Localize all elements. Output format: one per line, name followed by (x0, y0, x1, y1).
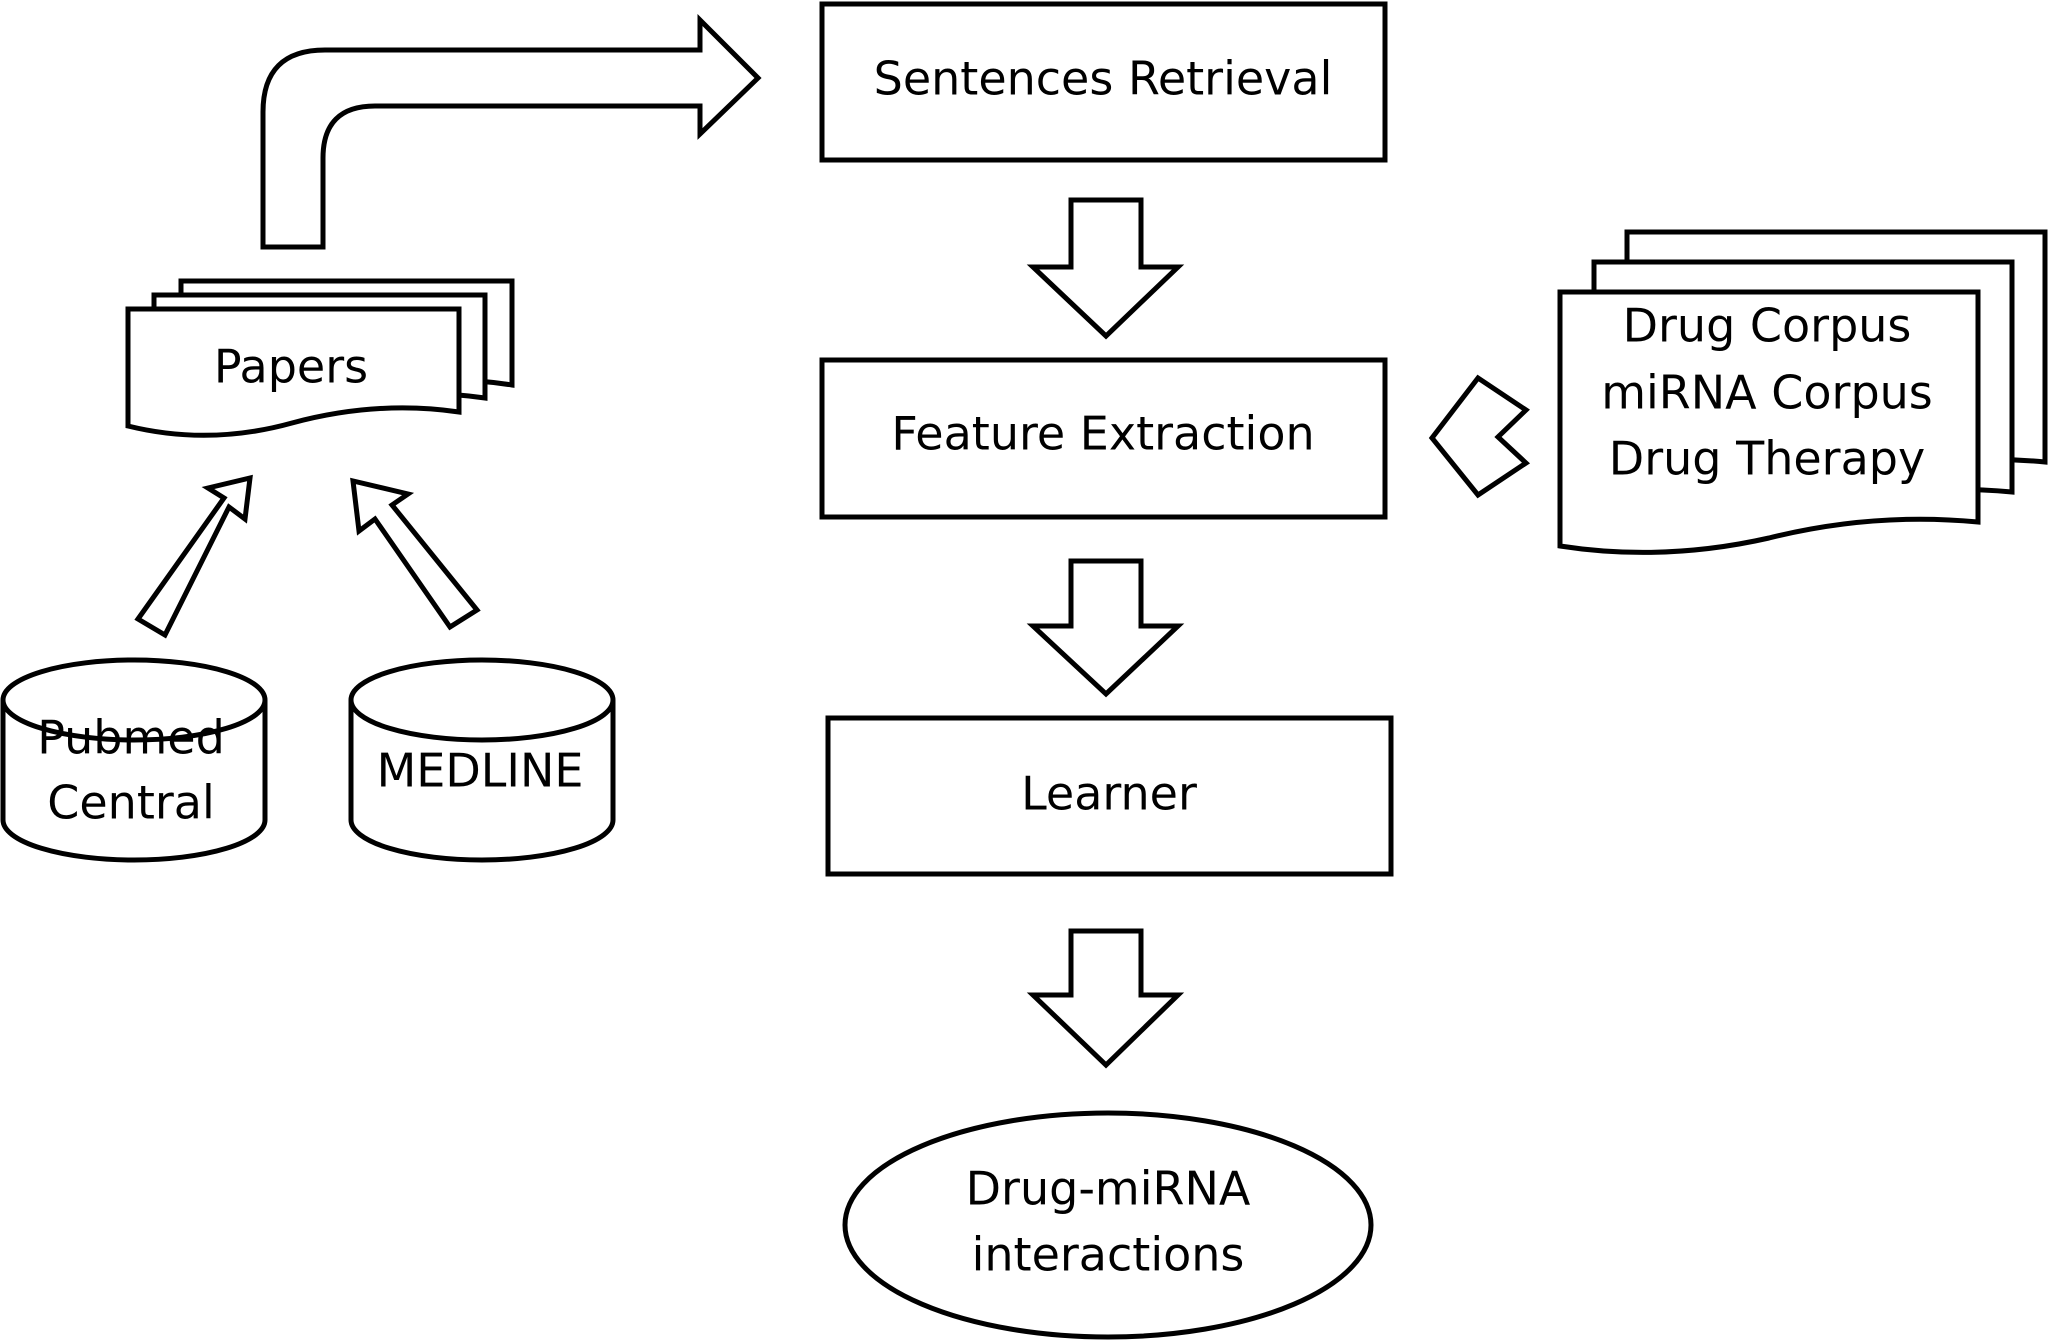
sentences-retrieval-node: Sentences Retrieval (819, 1, 1388, 163)
learner-node: Learner (825, 715, 1394, 877)
corpus-front-sheet (1557, 289, 1981, 555)
drug-mirna-interactions-node: Drug-miRNA interactions (842, 1110, 1374, 1340)
output-label-line-1: Drug-miRNA (966, 1162, 1251, 1216)
medline-to-papers-arrow (350, 477, 481, 631)
corpus-to-extraction-arrow (1428, 374, 1531, 499)
retrieval-to-extraction-arrow (1026, 197, 1185, 340)
papers-label: Papers (214, 340, 368, 394)
papers-front-sheet (125, 306, 462, 438)
corpus-label-line-3: Drug Therapy (1609, 432, 1925, 486)
output-label-line-2: interactions (972, 1228, 1245, 1282)
pubmed-central-node: Pubmed Central (0, 657, 268, 863)
pubmed-to-papers-arrow (134, 474, 253, 639)
pubmed-central-cylinder (0, 657, 268, 863)
medline-label: MEDLINE (377, 744, 584, 798)
extraction-to-learner-arrow (1026, 558, 1185, 698)
learner-label: Learner (1021, 767, 1197, 821)
corpus-label-line-2: miRNA Corpus (1601, 366, 1933, 420)
pubmed-central-label-line-1: Pubmed (37, 711, 225, 765)
medline-node: MEDLINE (348, 657, 616, 863)
sentences-retrieval-label: Sentences Retrieval (874, 52, 1333, 106)
medline-cylinder (348, 657, 616, 863)
learner-to-output-arrow (1026, 928, 1185, 1069)
feature-extraction-node: Feature Extraction (819, 357, 1388, 520)
papers-node: Papers (125, 278, 515, 438)
papers-to-retrieval-arrow (260, 13, 762, 250)
feature-extraction-label: Feature Extraction (891, 407, 1314, 461)
corpus-node: Drug Corpus miRNA Corpus Drug Therapy (1557, 229, 2048, 555)
pubmed-central-label-line-2: Central (47, 776, 215, 830)
corpus-label-line-1: Drug Corpus (1623, 299, 1912, 353)
